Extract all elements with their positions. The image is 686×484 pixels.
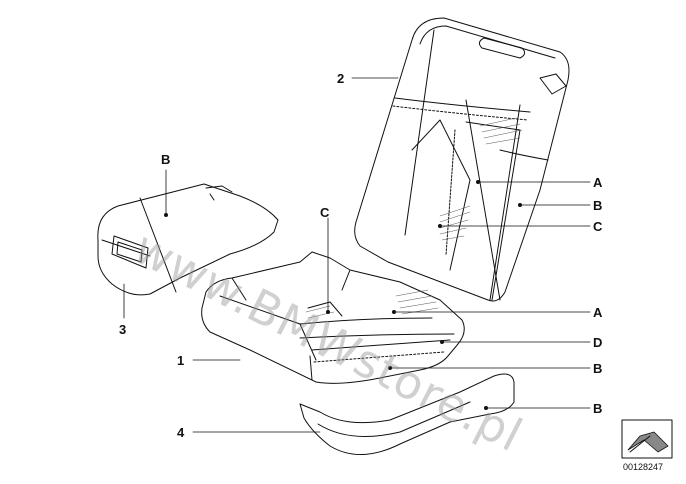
- callout-b-trim: B: [593, 401, 603, 416]
- seat-backrest: [354, 17, 570, 302]
- callout-a-cushion: A: [593, 305, 603, 320]
- callout-d-cushion: D: [593, 335, 603, 350]
- callout-b-cushion: B: [593, 361, 603, 376]
- armrest: [97, 183, 279, 296]
- part-label-2: 2: [337, 71, 345, 86]
- seat-cushion: [201, 251, 465, 384]
- callout-a-back: A: [593, 175, 603, 190]
- document-number: 00128247: [623, 462, 664, 472]
- part-label-3: 3: [119, 322, 127, 337]
- callout-b-armrest: B: [161, 152, 171, 167]
- callout-b-back: B: [593, 198, 603, 213]
- part-label-4: 4: [177, 425, 185, 440]
- leader-lines: [123, 77, 591, 433]
- direction-arrow-icon: [621, 419, 673, 459]
- part-label-1: 1: [177, 353, 185, 368]
- trim-panel: [299, 373, 515, 455]
- callout-c-cushion: C: [320, 205, 330, 220]
- callout-dots: [164, 180, 522, 410]
- callout-c-back: C: [593, 219, 603, 234]
